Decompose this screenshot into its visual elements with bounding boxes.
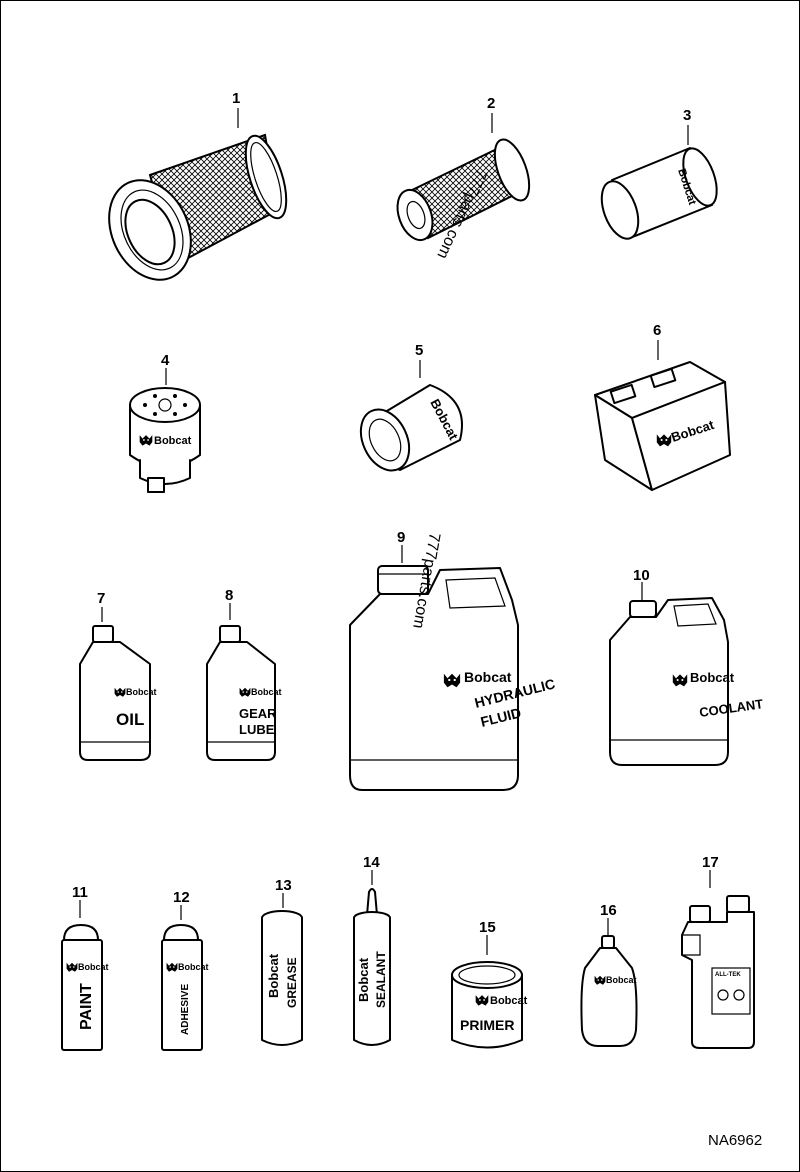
item-1-number: 1 xyxy=(232,90,240,107)
svg-text:Bobcat: Bobcat xyxy=(464,669,512,685)
item-8-label-line-1: GEAR xyxy=(239,706,277,721)
item-10-coolant-jug: Bobcat COOLANT xyxy=(609,582,764,766)
item-9-hydraulic-fluid-jug: Bobcat HYDRAULIC FLUID xyxy=(349,545,557,791)
svg-text:Bobcat: Bobcat xyxy=(490,995,528,1007)
item-3-number: 3 xyxy=(683,107,691,124)
item-6-battery: Bobcat xyxy=(594,340,731,491)
svg-text:Bobcat: Bobcat xyxy=(251,687,282,697)
item-7-label: OIL xyxy=(116,710,144,729)
item-6-number: 6 xyxy=(653,322,661,339)
item-15-label: PRIMER xyxy=(460,1017,514,1033)
item-13-number: 13 xyxy=(275,877,292,894)
item-17-number: 17 xyxy=(702,854,719,871)
svg-text:Bobcat: Bobcat xyxy=(356,957,371,1002)
item-14-label: SEALANT xyxy=(374,951,388,1008)
item-7-oil-bottle: Bobcat OIL xyxy=(79,607,157,761)
svg-text:Bobcat: Bobcat xyxy=(266,953,281,998)
item-11-paint-can: Bobcat PAINT xyxy=(61,900,109,1051)
item-8-number: 8 xyxy=(225,587,233,604)
item-3-fuel-filter: Bobcat xyxy=(600,125,718,240)
svg-text:Bobcat: Bobcat xyxy=(690,670,735,685)
item-10-number: 10 xyxy=(633,567,650,584)
item-17-label: ALL-TEK xyxy=(715,972,741,978)
svg-text:Bobcat: Bobcat xyxy=(178,962,209,972)
item-14-sealant-tube: Bobcat SEALANT xyxy=(353,870,391,1046)
item-15-primer-can: Bobcat PRIMER xyxy=(451,935,528,1049)
item-16-small-bottle: Bobcat xyxy=(580,918,638,1047)
item-13-grease-tube: Bobcat GREASE xyxy=(261,893,303,1046)
item-5-number: 5 xyxy=(415,342,423,359)
item-9-number: 9 xyxy=(397,529,405,546)
item-11-number: 11 xyxy=(72,884,88,901)
svg-text:Bobcat: Bobcat xyxy=(606,975,637,985)
item-17-dual-bottle: ALL-TEK xyxy=(681,870,755,1049)
svg-text:Bobcat: Bobcat xyxy=(78,962,109,972)
item-4-number: 4 xyxy=(161,352,170,369)
item-15-number: 15 xyxy=(479,919,496,936)
item-8-gear-lube-bottle: Bobcat GEAR LUBE xyxy=(206,603,282,761)
item-14-number: 14 xyxy=(363,854,380,871)
item-11-label: PAINT xyxy=(78,983,95,1030)
item-5-oil-filter: Bobcat xyxy=(359,360,463,472)
item-1-air-filter xyxy=(108,108,288,281)
item-8-label-line-2: LUBE xyxy=(239,722,275,737)
item-13-label: GREASE xyxy=(285,957,299,1008)
item-12-adhesive-can: Bobcat ADHESIVE xyxy=(161,905,209,1051)
item-4-spin-on-filter: Bobcat xyxy=(129,368,201,493)
item-7-number: 7 xyxy=(97,590,105,607)
item-2-number: 2 xyxy=(487,95,495,112)
item-12-label: ADHESIVE xyxy=(180,984,191,1035)
item-2-inner-filter xyxy=(396,113,531,242)
svg-text:Bobcat: Bobcat xyxy=(126,687,157,697)
item-12-number: 12 xyxy=(173,889,190,906)
item-16-number: 16 xyxy=(600,902,617,919)
drawing-number: NA6962 xyxy=(708,1132,762,1149)
svg-text:Bobcat: Bobcat xyxy=(154,435,192,447)
